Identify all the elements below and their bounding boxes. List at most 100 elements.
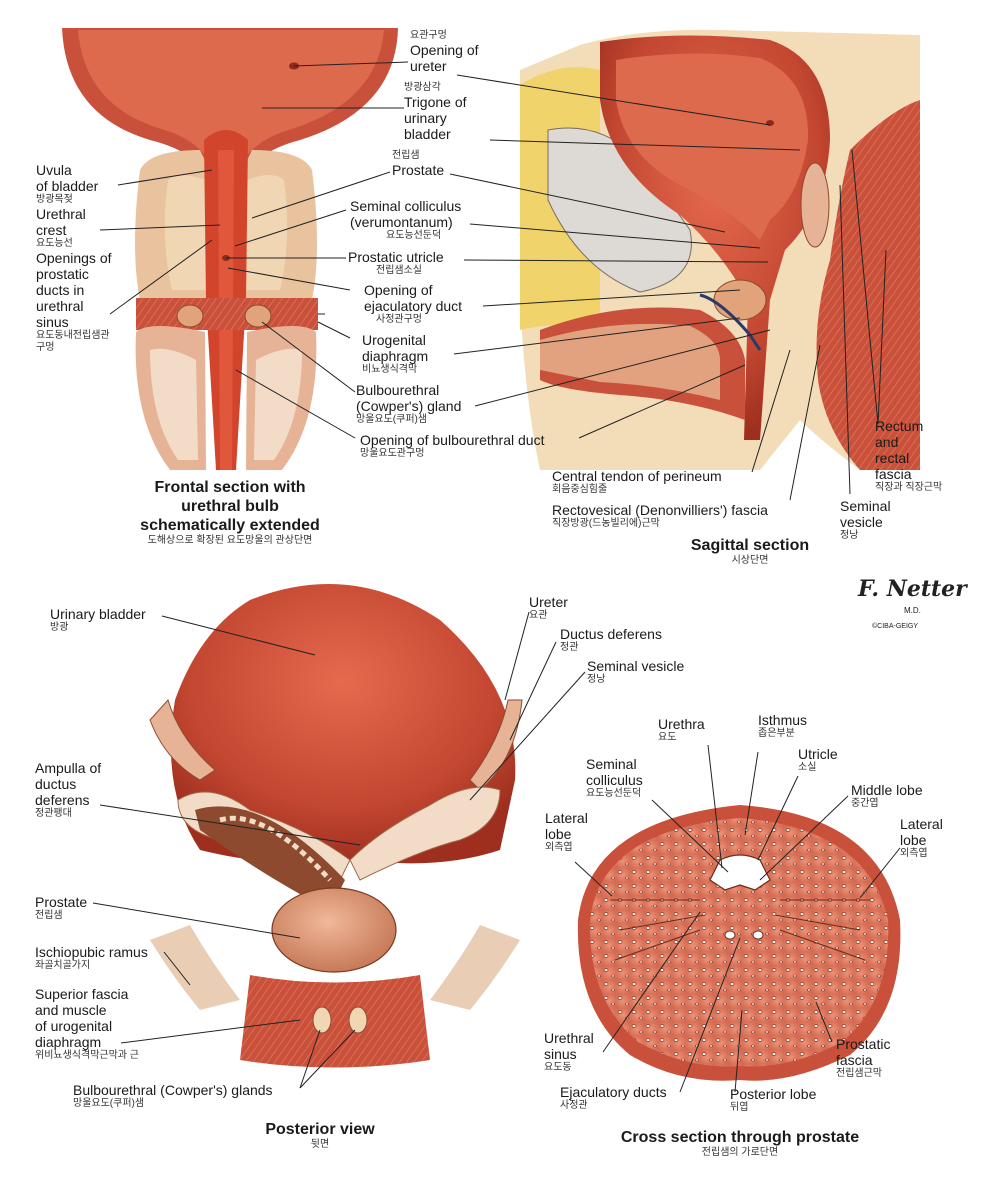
label-lateral-lobe-right: Lateral lobe 외측엽 [900,816,943,860]
label-urogenital-diaphragm: Urogenital diaphragm 비뇨생식격막 [362,332,428,376]
label-en: Openings of prostatic ducts in urethral … [36,250,112,330]
label-superior-fascia: Superior fascia and muscle of urogenital… [35,986,139,1062]
label-kr: 외측엽 [545,842,573,853]
posterior-view-art [149,584,523,1068]
label-kr: 요관구멍 [410,30,447,41]
label-kr: 요도 [658,732,677,743]
label-urinary-bladder: Urinary bladder 방광 [50,606,146,634]
label-kr: 정낭 [587,674,606,685]
label-en: Bulbourethral (Cowper's) glands [73,1082,273,1098]
label-seminal-colliculus-cross: Seminal colliculus 요도능선둔덕 [586,756,643,800]
title-en: Cross section through prostate [620,1129,860,1146]
signature-md: M.D. [904,606,921,615]
label-en: Lateral lobe [900,816,943,848]
label-rectum: Rectum and rectal fascia 직장과 직장근막 [875,418,942,494]
label-en: Urinary bladder [50,606,146,622]
label-middle-lobe: Middle lobe 중간엽 [851,782,923,810]
label-en: Ejaculatory ducts [560,1084,667,1100]
label-kr: 요도능선 [36,238,73,249]
label-kr: 비뇨생식격막 [362,364,418,375]
label-en: Urethra [658,716,705,732]
label-en: Ductus deferens [560,626,662,642]
label-seminal-colliculus-frontal: Seminal colliculus (verumontanum) 요도능선둔덕 [350,198,461,242]
label-kr: 방광삼각 [404,82,441,93]
label-kr: 망울요도(쿠퍼)샘 [356,414,428,425]
label-kr: 망울요도(쿠퍼)샘 [73,1098,145,1109]
label-kr: 요도동 [544,1062,572,1073]
label-en: Prostate [35,894,88,910]
label-kr: 정관팽대 [35,808,72,819]
label-kr: 외측엽 [900,848,928,859]
label-prostate-posterior: Prostate 전립샘 [35,894,87,922]
label-kr: 방광 [50,622,69,633]
label-kr: 요도능선둔덕 [586,788,642,799]
title-kr: 도해상으로 확장된 요도망울의 관상단면 [147,535,313,546]
label-en: Utricle [798,746,838,762]
title-kr: 뒷면 [310,1139,330,1150]
netter-signature: F. Netter [858,576,967,602]
title-en: Frontal section with urethral bulb schem… [140,479,320,534]
label-en: Urethral sinus [544,1030,594,1062]
label-opening-ejaculatory-duct: Opening of ejaculatory duct 사정관구멍 [364,282,462,326]
label-en: Ischiopubic ramus [35,944,148,960]
label-en: Urethral crest [36,206,86,238]
label-en: Prostatic fascia [836,1036,891,1068]
label-en: Ureter [529,594,568,610]
sagittal-section-title: Sagittal section 시상단면 [660,536,840,567]
label-kr: 좌골치골가지 [35,960,91,971]
label-seminal-vesicle-posterior: Seminal vesicle 정낭 [587,658,684,686]
label-opening-bulbourethral-duct: Opening of bulbourethral duct 망울요도관구멍 [360,432,544,460]
label-kr: 소실 [798,762,817,773]
label-ureter: Ureter 요관 [529,594,568,622]
label-openings-prostatic-ducts: Openings of prostatic ducts in urethral … [36,250,112,354]
label-en: Urogenital diaphragm [362,332,429,364]
label-bulbourethral-gland: Bulbourethral (Cowper's) gland 망울요도(쿠퍼)샘 [356,382,461,426]
label-en: Trigone of urinary bladder [404,94,467,142]
label-en: Ampulla of ductus deferens [35,760,102,808]
label-en: Opening of ureter [410,42,479,74]
label-kr: 전립샘근막 [836,1068,882,1079]
label-en: Seminal vesicle [587,658,685,674]
label-kr: 회음중심힘줄 [552,484,608,495]
label-urethra: Urethra 요도 [658,716,705,744]
label-kr: 전립샘소실 [376,265,422,276]
cross-section-art [577,805,901,1081]
label-en: Seminal colliculus [586,756,643,788]
label-kr: 요관 [529,610,548,621]
title-kr: 시상단면 [731,555,769,566]
label-kr: 중간엽 [851,798,879,809]
label-kr: 좁은부분 [758,728,795,739]
posterior-view-title: Posterior view 뒷면 [230,1120,410,1151]
label-en: Lateral lobe [545,810,588,842]
label-isthmus: Isthmus 좁은부분 [758,712,807,740]
label-central-tendon: Central tendon of perineum 회음중심힘줄 [552,468,722,496]
label-rectovesical-fascia: Rectovesical (Denonvilliers') fascia 직장방… [552,502,768,530]
label-en: Rectovesical (Denonvilliers') fascia [552,502,768,518]
frontal-section-title: Frontal section with urethral bulb schem… [110,478,350,547]
label-en: Rectum and rectal fascia [875,418,924,482]
label-kr: 직장방광(드농빌리에)근막 [552,518,660,529]
title-en: Posterior view [265,1121,375,1138]
label-prostate-frontal: 전립샘 Prostate [392,150,444,178]
label-kr: 정낭 [840,530,859,541]
label-en: Isthmus [758,712,808,728]
label-trigone: 방광삼각 Trigone of urinary bladder [404,82,467,142]
label-ductus-deferens: Ductus deferens 정관 [560,626,662,654]
label-en: Opening of bulbourethral duct [360,432,545,448]
title-kr: 전립샘의 가로단면 [701,1147,779,1158]
signature-copyright: ©CIBA-GEIGY [872,623,918,630]
label-ampulla: Ampulla of ductus deferens 정관팽대 [35,760,101,820]
label-urethral-crest: Urethral crest 요도능선 [36,206,86,250]
label-seminal-vesicle-sagittal: Seminal vesicle 정낭 [840,498,891,542]
frontal-section-art [62,28,398,470]
label-posterior-lobe: Posterior lobe 뒤엽 [730,1086,816,1114]
leader-lines [92,61,901,1093]
label-en: Posterior lobe [730,1086,817,1102]
label-utricle: Utricle 소실 [798,746,838,774]
label-en: Uvula of bladder [36,162,99,194]
label-kr: 전립샘 [392,150,420,161]
label-kr: 위비뇨생식격막근막과 근 [35,1050,139,1061]
label-ejaculatory-ducts: Ejaculatory ducts 사정관 [560,1084,667,1112]
cross-section-title: Cross section through prostate 전립샘의 가로단면 [600,1128,880,1159]
sagittal-section-art [520,29,920,470]
